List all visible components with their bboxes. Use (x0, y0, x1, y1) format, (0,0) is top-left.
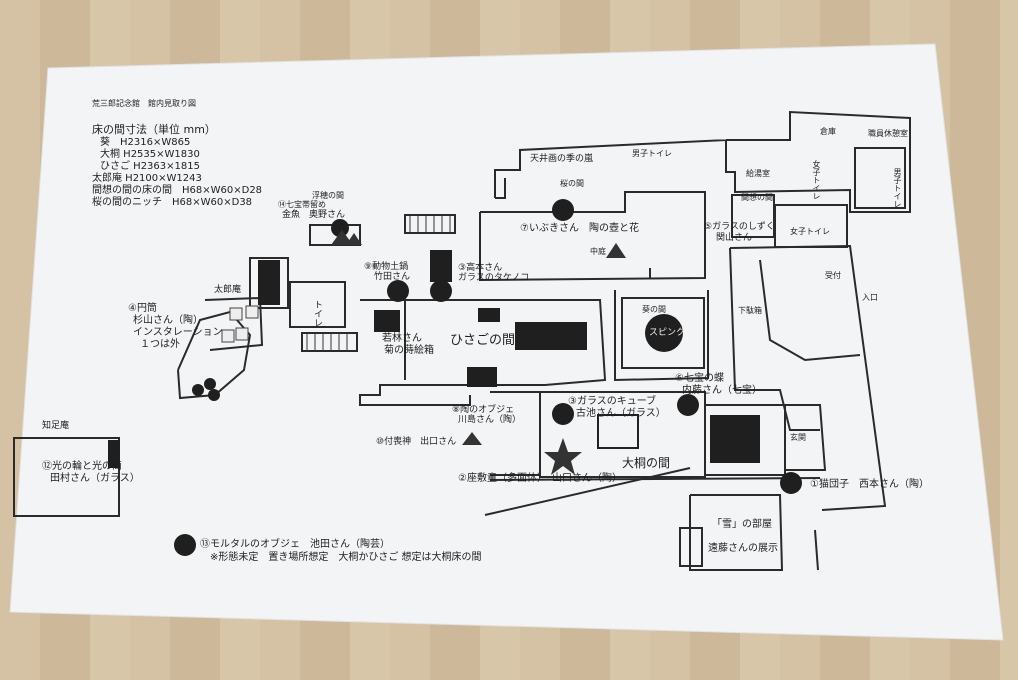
label-5b: 関山さん (716, 233, 753, 243)
room-ohgiri: 大桐の間 (622, 456, 671, 470)
room-endo: 遠藤さんの展示 (708, 543, 778, 554)
label-4d: １つは外 (140, 339, 180, 350)
room-womens-toilet-v: 女子トイレ (812, 160, 821, 200)
label-5: ⑤ガラスのしずく (704, 222, 775, 232)
room-hisago: ひさごの間 (450, 333, 516, 348)
room-taroan: 太郎庵 (214, 285, 242, 295)
label-10: ⑩付喪神 出口さん (376, 437, 457, 447)
room-aoi: 葵の間 (642, 305, 666, 314)
label-4b: 杉山さん（陶） (133, 315, 203, 326)
room-chisokuan: 知足庵 (42, 421, 70, 431)
dim-sakura: 桜の間のニッチ H68×W60×D38 (92, 197, 253, 208)
label-9b: 竹田さん (374, 272, 411, 282)
dim-aoi: 葵 H2316×W865 (100, 137, 191, 148)
label-6b: 内藤さん（七宝） (682, 385, 762, 396)
room-womens-toilet: 女子トイレ (790, 227, 830, 236)
room-genkan: 玄関 (790, 433, 806, 442)
room-staff-rest: 職員休憩室 (868, 129, 908, 138)
label-13-note: ※形態未定 置き場所想定 大桐かひさご 想定は大桐床の間 (210, 552, 482, 563)
room-meiso: 間想の間 (741, 193, 773, 202)
room-mens-toilet-top: 男子トイレ (632, 149, 672, 158)
dim-hisago: ひさご H2363×1815 (100, 161, 200, 172)
dims-title: 床の間寸法（単位 mm） (92, 123, 216, 136)
room-uketsuke: 受付 (825, 271, 841, 280)
room-mens-toilet-v: 男子トイレ (893, 168, 902, 208)
room-storage: 倉庫 (820, 127, 836, 136)
label-13: ⑬モルタルのオブジェ 池田さん（陶芸） (200, 539, 390, 550)
label-4: ④円筒 (128, 303, 157, 314)
room-tenjo: 天井画の季の嵐 (530, 154, 594, 164)
room-geta: 下駄箱 (738, 306, 762, 315)
label-2: ②座敷童（多面体） 山口さん（陶） (458, 473, 622, 484)
label-wakabayashi: 若林さん (382, 333, 422, 344)
label-12: ⑫光の輪と光の筒 (42, 461, 122, 472)
label-1: ①猫団子 西本さん（陶） (810, 479, 929, 490)
dim-taroan: 太郎庵 H2100×W1243 (92, 173, 202, 184)
label-14b: 金魚 奥野さん (282, 210, 346, 220)
room-yuki: 「雪」の部屋 (712, 519, 772, 530)
dim-ohgiri: 大桐 H2535×W1830 (100, 149, 200, 160)
label-7: ⑦いぶきさん 陶の壺と花 (520, 223, 639, 234)
label-4c: インスタレーション (133, 327, 223, 338)
label-9: ⑨動物土鍋 (364, 262, 409, 272)
room-kyutoshitsu: 給湯室 (746, 169, 770, 178)
label-8b: 川島さん（陶） (458, 415, 522, 425)
room-sphinx: スピンクス (649, 328, 694, 338)
room-iriguchi: 入口 (862, 293, 878, 302)
label-12b: 田村さん（ガラス） (50, 473, 140, 484)
room-ukitsuki: 浮穂の間 (312, 191, 344, 200)
label-6: ⑥七宝の蝶 (675, 373, 724, 384)
room-chuniwa: 中庭 (590, 247, 606, 256)
label-3: ③高本さん (458, 263, 503, 273)
label-8: ⑧陶のオブジェ (452, 405, 515, 415)
room-toilet-left: トイレ (312, 300, 322, 327)
sheet-title: 荒三郎記念館 館内見取り図 (92, 99, 196, 108)
label-3gb: 古池さん（ガラス） (576, 408, 666, 419)
label-14: ⑭七宝帯留め (278, 200, 326, 209)
label-3b: ガラスのタケノコ (458, 273, 530, 283)
dim-meiso: 間想の間の床の間 H68×W60×D28 (92, 185, 263, 196)
room-sakura: 桜の間 (560, 179, 584, 188)
label-3g: ③ガラスのキューブ (568, 396, 657, 407)
label-wakabayashi-b: 菊の蒔絵箱 (384, 345, 434, 356)
